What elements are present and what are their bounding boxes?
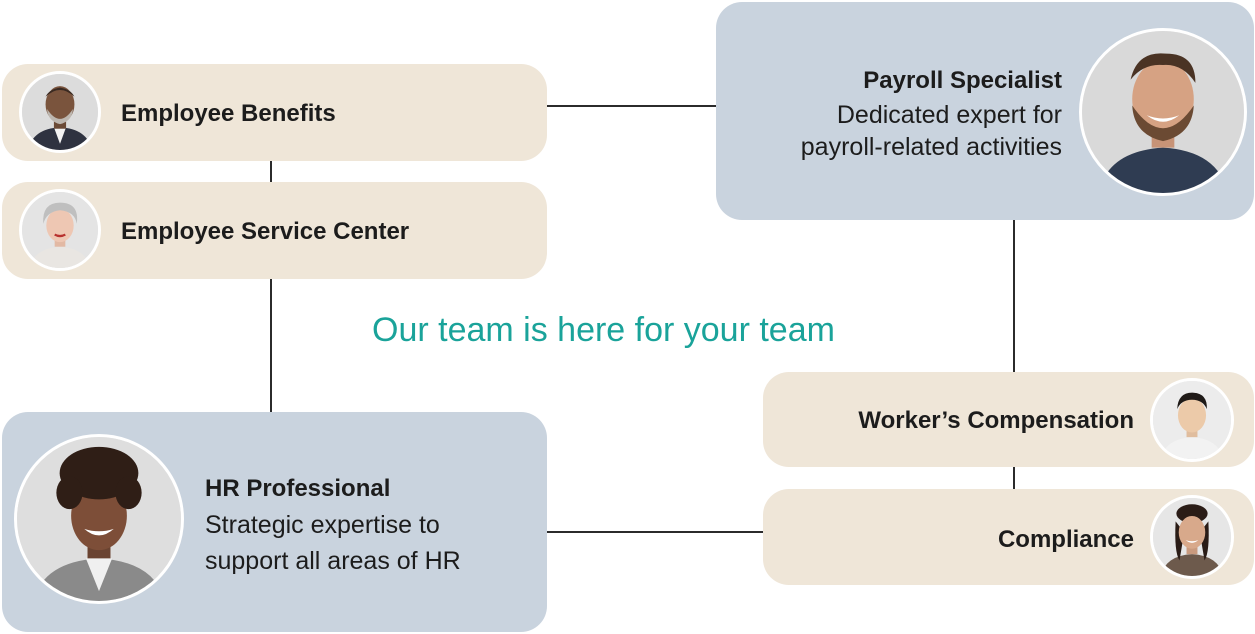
person-avatar-icon: [1153, 498, 1231, 576]
employee-benefits-title: Employee Benefits: [121, 100, 336, 127]
employee-benefits-card: Employee Benefits: [2, 64, 547, 161]
compliance-title: Compliance: [997, 526, 1134, 553]
employee-service-center-card: Employee Service Center: [2, 182, 547, 279]
hr-professional-desc-line1: Strategic expertise to: [205, 511, 440, 539]
person-avatar-icon: [17, 437, 181, 601]
connector-workers-comp-to-compliance: [1013, 466, 1015, 490]
connector-hr-to-compliance: [545, 531, 765, 533]
person-avatar-icon: [22, 74, 98, 150]
employee-benefits-avatar: [19, 71, 101, 153]
payroll-specialist-card: Payroll Specialist Dedicated expert for …: [716, 2, 1254, 220]
hr-professional-desc-line2: support all areas of HR: [205, 547, 461, 575]
hr-professional-title: HR Professional: [205, 475, 391, 502]
compliance-avatar: [1150, 495, 1234, 579]
connector-payroll-to-workers-comp: [1013, 220, 1015, 372]
person-avatar-icon: [1082, 31, 1244, 193]
workers-compensation-card: Worker’s Compensation: [763, 372, 1254, 467]
workers-compensation-avatar: [1150, 378, 1234, 462]
hr-professional-card: HR Professional Strategic expertise to s…: [2, 412, 547, 632]
connector-service-center-to-hr: [270, 278, 272, 414]
hr-professional-avatar: [14, 434, 184, 604]
payroll-specialist-desc-line2: payroll-related activities: [800, 133, 1062, 161]
person-avatar-icon: [1153, 381, 1231, 459]
headline: Our team is here for your team: [372, 311, 835, 349]
employee-service-center-title: Employee Service Center: [121, 218, 410, 245]
payroll-specialist-avatar: [1079, 28, 1247, 196]
connector-benefits-to-payroll: [545, 105, 717, 107]
compliance-card: Compliance: [763, 489, 1254, 585]
employee-service-center-avatar: [19, 189, 101, 271]
connector-benefits-to-service-center: [270, 160, 272, 186]
payroll-specialist-desc-line1: Dedicated expert for: [836, 101, 1062, 129]
payroll-specialist-title: Payroll Specialist: [863, 67, 1062, 94]
person-avatar-icon: [22, 192, 98, 268]
workers-compensation-title: Worker’s Compensation: [858, 407, 1134, 434]
